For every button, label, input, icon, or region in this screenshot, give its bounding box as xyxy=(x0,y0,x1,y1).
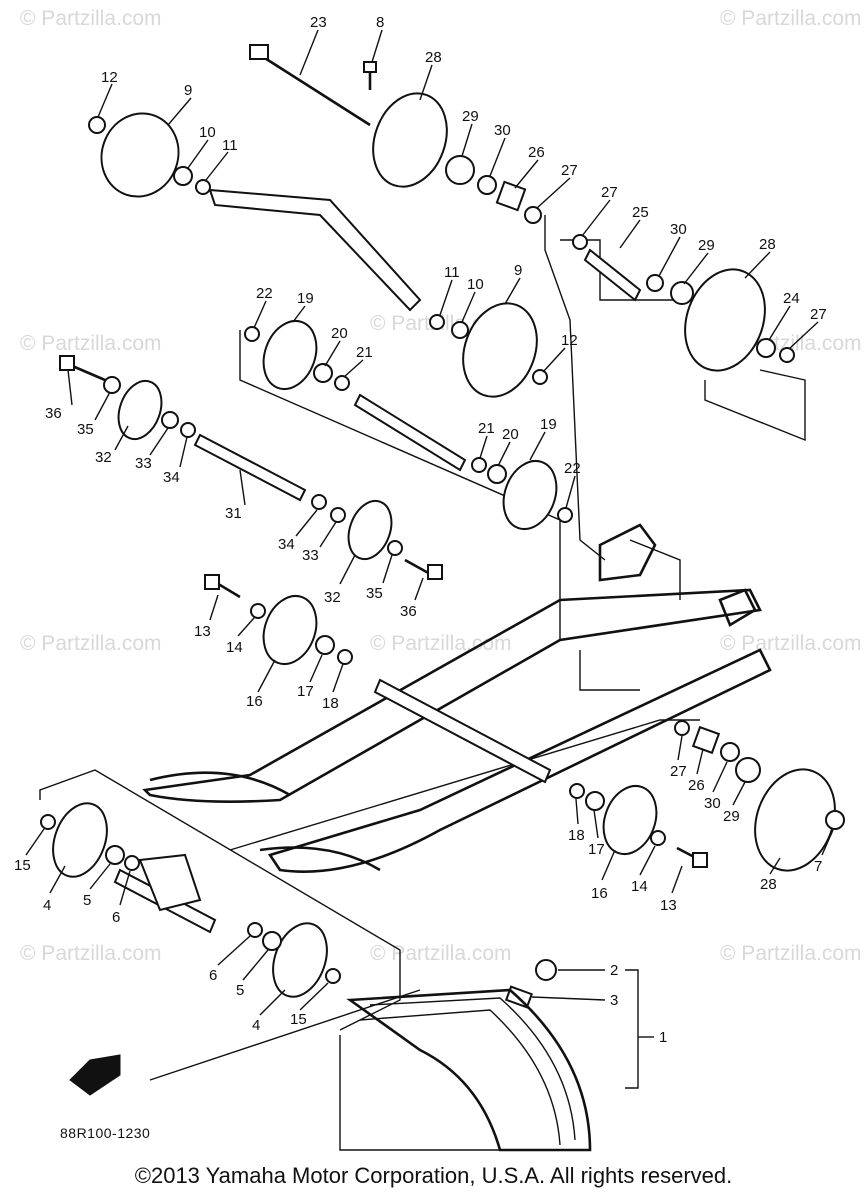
copyright-footer: ©2013 Yamaha Motor Corporation, U.S.A. A… xyxy=(134,1163,733,1188)
callout-label: 20 xyxy=(502,426,519,443)
callout-label: 16 xyxy=(246,693,263,710)
callout-label: 8 xyxy=(376,14,384,31)
callout-label: 35 xyxy=(77,421,94,438)
callout-label: 10 xyxy=(467,276,484,293)
callout-label: 21 xyxy=(478,420,495,437)
track xyxy=(346,988,592,1152)
callout-label: 28 xyxy=(425,49,442,66)
callout-label: 28 xyxy=(760,876,777,893)
callout-label: 5 xyxy=(83,892,91,909)
callout-label: 6 xyxy=(112,909,120,926)
watermark-text: © Partzilla.com xyxy=(20,632,162,655)
callout-label: 9 xyxy=(514,262,522,279)
callout-label: 32 xyxy=(324,589,341,606)
watermark-text: © Partzilla.com xyxy=(370,632,512,655)
callout-label: 27 xyxy=(810,306,827,323)
callout-label: 22 xyxy=(564,460,581,477)
callout-label: 10 xyxy=(199,124,216,141)
callout-label: 24 xyxy=(783,290,800,307)
callout-label: 29 xyxy=(723,808,740,825)
front-arrow-icon xyxy=(69,1054,121,1096)
callout-label: 13 xyxy=(194,623,211,640)
callout-label: 6 xyxy=(209,967,217,984)
callout-label: 26 xyxy=(528,144,545,161)
callout-label: 4 xyxy=(43,897,51,914)
callout-label: 34 xyxy=(163,469,180,486)
callout-label: 4 xyxy=(252,1017,260,1034)
callout-label: 3 xyxy=(610,992,618,1009)
callout-label: 15 xyxy=(14,857,31,874)
watermark-text: © Partzilla.com xyxy=(720,632,862,655)
callout-label: 30 xyxy=(670,221,687,238)
callout-label: 18 xyxy=(568,827,585,844)
callout-label: 29 xyxy=(462,108,479,125)
callout-label: 27 xyxy=(670,763,687,780)
callout-label: 9 xyxy=(184,82,192,99)
callout-label: 11 xyxy=(444,264,460,281)
callout-label: 13 xyxy=(660,897,677,914)
callout-label: 27 xyxy=(601,184,618,201)
callout-label: 35 xyxy=(366,585,383,602)
callout-label: 29 xyxy=(698,237,715,254)
callout-label: 19 xyxy=(297,290,314,307)
callout-label: 32 xyxy=(95,449,112,466)
slide-rail-frame xyxy=(142,523,772,873)
watermark-text: © Partzilla.com xyxy=(720,7,862,30)
bolts xyxy=(59,61,708,868)
shafts xyxy=(113,44,642,934)
watermark-text: © Partzilla.com xyxy=(720,942,862,965)
callout-label: 26 xyxy=(688,777,705,794)
callout-label: 11 xyxy=(222,137,238,154)
callout-label: 22 xyxy=(256,285,273,302)
callout-label: 21 xyxy=(356,344,373,361)
watermark-text: © Partzilla.com xyxy=(20,942,162,965)
callout-label: 25 xyxy=(632,204,649,221)
watermark-text: © Partzilla.com xyxy=(20,332,162,355)
callout-label: 16 xyxy=(591,885,608,902)
callout-label: 17 xyxy=(297,683,314,700)
watermark-text: © Partzilla.com xyxy=(20,7,162,30)
callout-label: 27 xyxy=(561,162,578,179)
callout-label: 33 xyxy=(135,455,152,472)
watermark-text: © Partzilla.com xyxy=(370,942,512,965)
callout-label: 14 xyxy=(631,878,648,895)
callout-label: 14 xyxy=(226,639,243,656)
diagram-code: 88R100-1230 xyxy=(60,1125,151,1141)
callout-label: 7 xyxy=(814,858,822,875)
idler-wheels xyxy=(52,92,836,998)
parts-diagram: © Partzilla.com © Partzilla.com © Partzi… xyxy=(14,7,862,1152)
boundary-lines xyxy=(39,215,806,1151)
callout-label: 17 xyxy=(588,841,605,858)
callout-label: 28 xyxy=(759,236,776,253)
callout-label: 20 xyxy=(331,325,348,342)
callout-label: 18 xyxy=(322,695,339,712)
callouts: 23 8 28 12 9 10 11 29 30 26 27 27 25 30 … xyxy=(14,14,827,1046)
callout-label: 15 xyxy=(290,1011,307,1028)
callout-label: 30 xyxy=(704,795,721,812)
callout-label: 30 xyxy=(494,122,511,139)
callout-label: 31 xyxy=(225,505,242,522)
callout-label: 19 xyxy=(540,416,557,433)
callout-label: 12 xyxy=(561,332,578,349)
callout-label: 2 xyxy=(610,962,618,979)
leader-lines xyxy=(25,29,834,1089)
callout-label: 33 xyxy=(302,547,319,564)
callout-label: 36 xyxy=(45,405,62,422)
callout-label: 23 xyxy=(310,14,327,31)
callout-label: 5 xyxy=(236,982,244,999)
callout-label: 34 xyxy=(278,536,295,553)
small-parts xyxy=(40,116,845,1009)
callout-label: 36 xyxy=(400,603,417,620)
callout-label: 1 xyxy=(659,1029,667,1046)
callout-label: 12 xyxy=(101,69,118,86)
